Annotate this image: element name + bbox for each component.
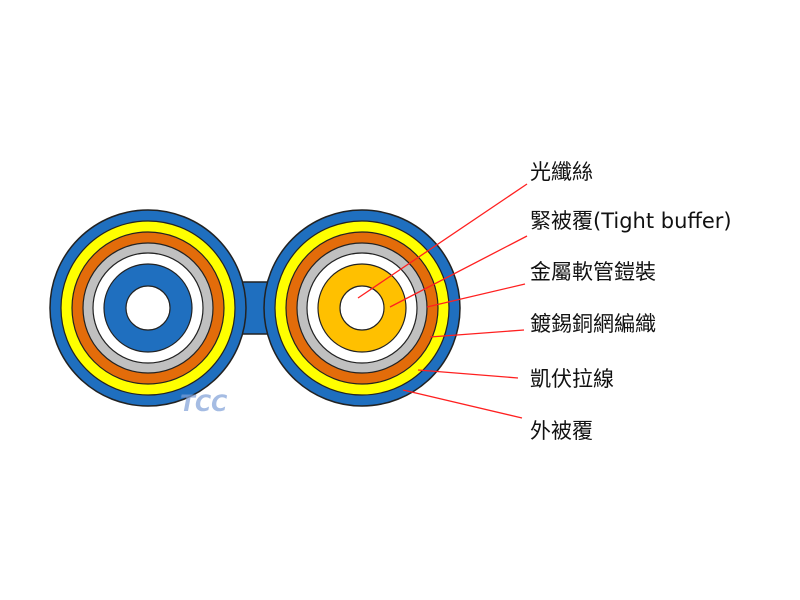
label-fiber: 光纖絲	[530, 160, 593, 184]
leader-line-kevlar	[417, 369, 519, 379]
fiber-core	[125, 285, 171, 331]
label-metal-armor: 金屬軟管鎧裝	[530, 260, 656, 284]
leader-line-outer-jacket	[402, 389, 523, 419]
label-kevlar: 凱伏拉線	[530, 367, 614, 391]
leader-line-armor	[426, 283, 526, 308]
fiber-core	[339, 285, 385, 331]
leader-line-fiber	[357, 183, 528, 299]
left-cable	[49, 209, 247, 407]
watermark-logo: TCC	[180, 392, 228, 417]
label-tinned-copper-braid: 鍍錫銅網編織	[530, 312, 656, 336]
leader-line-braid	[429, 329, 525, 338]
leader-lines	[357, 183, 528, 419]
label-tight-buffer: 緊被覆(Tight buffer)	[530, 209, 732, 233]
label-outer-jacket: 外被覆	[530, 419, 593, 443]
leader-line-tight-buffer	[389, 235, 528, 308]
right-cable	[263, 209, 461, 407]
